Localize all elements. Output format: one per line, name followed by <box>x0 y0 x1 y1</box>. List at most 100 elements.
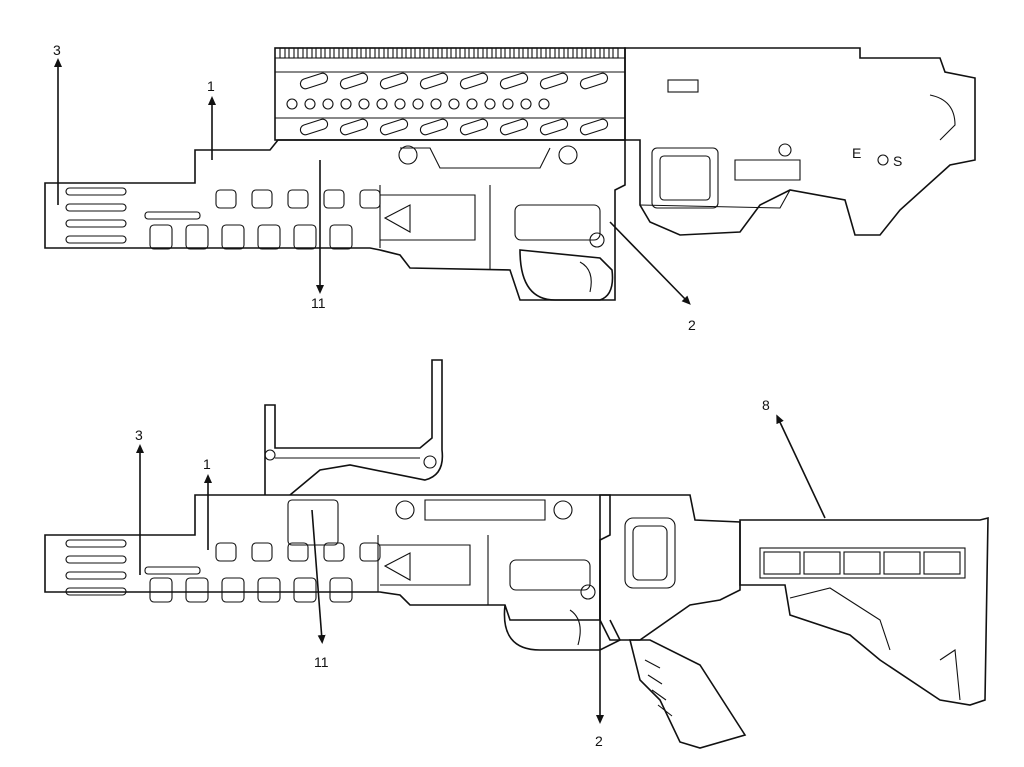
rail-tooth <box>351 47 358 59</box>
hex-nub <box>293 577 317 603</box>
rail-hole <box>538 98 550 110</box>
rail-tooth <box>432 47 439 59</box>
rail-slot <box>459 118 489 136</box>
rail-tooth <box>576 47 583 59</box>
hex-nub <box>359 542 381 562</box>
rail-tooth <box>387 47 394 59</box>
rail-tooth <box>405 47 412 59</box>
rail-tooth <box>441 47 448 59</box>
rail-slot <box>539 72 569 90</box>
hex-nub <box>149 577 173 603</box>
bottom-folding-sight <box>264 359 444 496</box>
rail-tooth <box>495 47 502 59</box>
rail-slot <box>579 118 609 136</box>
top-rail <box>274 47 626 141</box>
rail-hole <box>340 98 352 110</box>
rail-tooth <box>540 47 547 59</box>
rail-tooth <box>306 47 313 59</box>
rail-tooth <box>612 47 619 59</box>
rail-hole <box>430 98 442 110</box>
rail-slot <box>499 118 529 136</box>
bottom-lower-receiver <box>503 494 989 749</box>
hex-nub <box>251 189 273 209</box>
stock-slot <box>923 551 961 575</box>
rail-tooth <box>477 47 484 59</box>
hex-nub <box>185 224 209 250</box>
rail-tooth <box>522 47 529 59</box>
callout-11-leader <box>311 509 326 644</box>
hex-nub <box>329 577 353 603</box>
rail-tooth <box>288 47 295 59</box>
rail-slot <box>459 72 489 90</box>
bottom-launcher-body <box>44 494 611 621</box>
muzzle-slot <box>65 555 127 564</box>
rail-tooth <box>468 47 475 59</box>
rail-hole <box>448 98 460 110</box>
hex-nub <box>215 542 237 562</box>
hex-nub <box>221 577 245 603</box>
callout-2-leader <box>609 221 691 305</box>
rail-hole <box>520 98 532 110</box>
safety-mark-s: S <box>893 153 902 169</box>
rail-tooth <box>594 47 601 59</box>
callout-11-label: 11 <box>311 295 326 311</box>
rail-hole <box>376 98 388 110</box>
rail-hole <box>502 98 514 110</box>
callout-3-label: 3 <box>135 427 143 443</box>
muzzle-slot <box>65 203 127 212</box>
rail-hole <box>484 98 496 110</box>
muzzle-slot <box>65 219 127 228</box>
hex-nub <box>251 542 273 562</box>
callout-2-label: 2 <box>595 733 603 749</box>
safety-mark-e: E <box>852 145 861 161</box>
rail-hole <box>394 98 406 110</box>
rail-tooth <box>342 47 349 59</box>
rail-hole <box>286 98 298 110</box>
rail-slot <box>539 118 569 136</box>
hex-nub <box>287 189 309 209</box>
bottom-figure: 3 1 11 2 8 <box>44 359 989 749</box>
top-launcher-body <box>44 139 626 301</box>
rail-slot <box>339 72 369 90</box>
callout-2-label: 2 <box>688 317 696 333</box>
stock-slot <box>843 551 881 575</box>
rail-slot <box>379 72 409 90</box>
rail-tooth <box>414 47 421 59</box>
rail-hole <box>412 98 424 110</box>
hex-nub <box>323 542 345 562</box>
rail-tooth <box>369 47 376 59</box>
hex-nub <box>257 224 281 250</box>
top-callouts: 3 1 11 2 <box>53 42 696 333</box>
rail-hole <box>322 98 334 110</box>
rail-hole <box>304 98 316 110</box>
rail-tooth <box>513 47 520 59</box>
rail-hole <box>466 98 478 110</box>
rail-slot <box>419 118 449 136</box>
muzzle-slot <box>65 571 127 580</box>
rail-slot <box>299 118 329 136</box>
rail-tooth <box>459 47 466 59</box>
top-figure: E S 3 1 <box>44 42 976 333</box>
rail-tooth <box>531 47 538 59</box>
hex-nub <box>293 224 317 250</box>
rail-hole <box>358 98 370 110</box>
rail-tooth <box>567 47 574 59</box>
hex-nub <box>257 577 281 603</box>
rail-tooth <box>549 47 556 59</box>
callout-8-label: 8 <box>762 397 770 413</box>
callout-1-label: 1 <box>207 78 215 94</box>
bottom-callouts: 3 1 11 2 8 <box>135 397 826 749</box>
hex-nub <box>359 189 381 209</box>
rail-tooth <box>396 47 403 59</box>
rail-tooth <box>504 47 511 59</box>
muzzle-slot <box>65 187 127 196</box>
callout-1-label: 1 <box>203 456 211 472</box>
rail-tooth <box>585 47 592 59</box>
rail-tooth <box>558 47 565 59</box>
rail-tooth <box>315 47 322 59</box>
rail-tooth <box>450 47 457 59</box>
rail-tooth <box>279 47 286 59</box>
rail-slot <box>379 118 409 136</box>
callout-3-label: 3 <box>53 42 61 58</box>
